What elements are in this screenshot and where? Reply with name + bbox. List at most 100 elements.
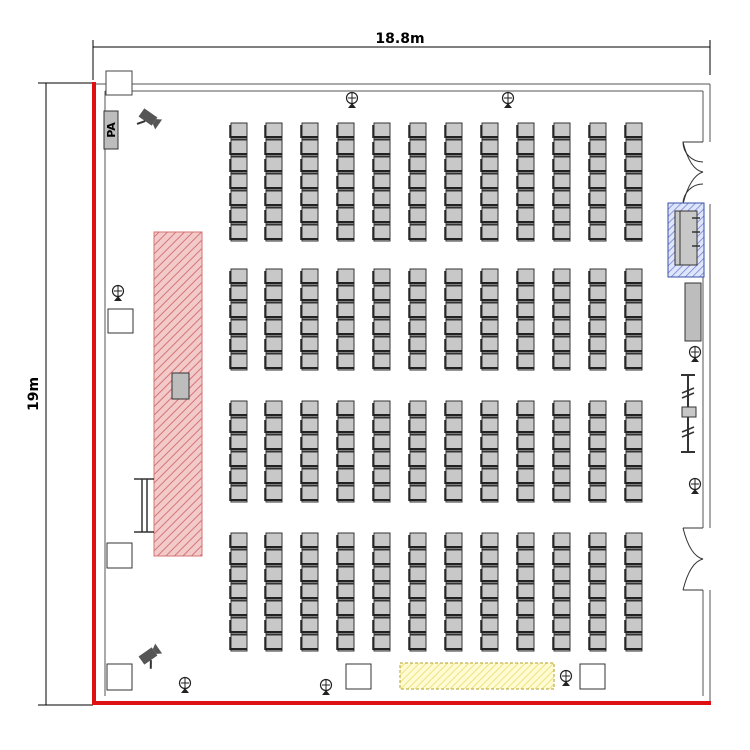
seat[interactable]: [552, 434, 571, 452]
seat[interactable]: [300, 634, 319, 652]
seat[interactable]: [300, 173, 319, 191]
seat[interactable]: [588, 451, 607, 469]
seat[interactable]: [552, 268, 571, 286]
seat[interactable]: [624, 224, 643, 242]
seat[interactable]: [336, 285, 355, 303]
seat[interactable]: [552, 600, 571, 618]
seat[interactable]: [624, 190, 643, 208]
seat[interactable]: [264, 417, 283, 435]
seat[interactable]: [264, 122, 283, 140]
seat[interactable]: [552, 532, 571, 550]
seat[interactable]: [408, 417, 427, 435]
seat[interactable]: [552, 319, 571, 337]
seat[interactable]: [588, 336, 607, 354]
seat[interactable]: [372, 634, 391, 652]
seat[interactable]: [372, 600, 391, 618]
seat[interactable]: [300, 583, 319, 601]
seat[interactable]: [372, 468, 391, 486]
seat[interactable]: [264, 224, 283, 242]
seat[interactable]: [552, 549, 571, 567]
seat[interactable]: [516, 468, 535, 486]
seat[interactable]: [516, 156, 535, 174]
seat[interactable]: [480, 634, 499, 652]
seat[interactable]: [408, 468, 427, 486]
seat[interactable]: [229, 485, 248, 503]
seat[interactable]: [408, 302, 427, 320]
seat[interactable]: [444, 190, 463, 208]
seat[interactable]: [336, 468, 355, 486]
seat[interactable]: [264, 600, 283, 618]
seat[interactable]: [552, 353, 571, 371]
seat[interactable]: [336, 549, 355, 567]
seat[interactable]: [264, 532, 283, 550]
seat[interactable]: [408, 122, 427, 140]
seat[interactable]: [552, 224, 571, 242]
seat[interactable]: [264, 566, 283, 584]
door-top[interactable]: [682, 141, 704, 205]
seat[interactable]: [516, 268, 535, 286]
seat[interactable]: [300, 302, 319, 320]
seat[interactable]: [516, 302, 535, 320]
seat[interactable]: [229, 207, 248, 225]
seat[interactable]: [336, 634, 355, 652]
bench[interactable]: [399, 662, 555, 690]
seat[interactable]: [444, 434, 463, 452]
seat[interactable]: [588, 434, 607, 452]
seat[interactable]: [372, 566, 391, 584]
seat[interactable]: [264, 583, 283, 601]
seat[interactable]: [408, 600, 427, 618]
seat[interactable]: [624, 417, 643, 435]
seat[interactable]: [300, 400, 319, 418]
seat[interactable]: [480, 532, 499, 550]
seat[interactable]: [516, 224, 535, 242]
seat[interactable]: [588, 207, 607, 225]
seat[interactable]: [480, 173, 499, 191]
seat[interactable]: [588, 566, 607, 584]
seat[interactable]: [552, 468, 571, 486]
seat[interactable]: [300, 485, 319, 503]
seat[interactable]: [480, 600, 499, 618]
seat[interactable]: [444, 173, 463, 191]
seat[interactable]: [624, 139, 643, 157]
seat[interactable]: [480, 583, 499, 601]
seat[interactable]: [516, 122, 535, 140]
seat[interactable]: [264, 302, 283, 320]
seat[interactable]: [480, 468, 499, 486]
seat[interactable]: [624, 583, 643, 601]
seat[interactable]: [552, 583, 571, 601]
seat[interactable]: [480, 122, 499, 140]
seat[interactable]: [300, 600, 319, 618]
seat[interactable]: [336, 268, 355, 286]
seat[interactable]: [408, 451, 427, 469]
seat[interactable]: [372, 549, 391, 567]
seat[interactable]: [300, 207, 319, 225]
seat[interactable]: [264, 268, 283, 286]
seat[interactable]: [300, 319, 319, 337]
seat[interactable]: [444, 302, 463, 320]
seat[interactable]: [229, 190, 248, 208]
seat[interactable]: [372, 190, 391, 208]
seat[interactable]: [552, 634, 571, 652]
seat[interactable]: [336, 451, 355, 469]
seat[interactable]: [552, 156, 571, 174]
seat[interactable]: [624, 285, 643, 303]
seat[interactable]: [516, 566, 535, 584]
seat[interactable]: [229, 400, 248, 418]
seat[interactable]: [516, 336, 535, 354]
seat[interactable]: [264, 468, 283, 486]
seat[interactable]: [408, 190, 427, 208]
seat[interactable]: [264, 400, 283, 418]
seat[interactable]: [588, 122, 607, 140]
seat[interactable]: [588, 400, 607, 418]
seat[interactable]: [516, 190, 535, 208]
seat[interactable]: [480, 417, 499, 435]
seat[interactable]: [264, 634, 283, 652]
seat[interactable]: [336, 336, 355, 354]
seat[interactable]: [408, 532, 427, 550]
seat[interactable]: [552, 285, 571, 303]
seat[interactable]: [516, 207, 535, 225]
seat[interactable]: [372, 224, 391, 242]
seat[interactable]: [336, 319, 355, 337]
seat[interactable]: [336, 532, 355, 550]
seat[interactable]: [229, 566, 248, 584]
